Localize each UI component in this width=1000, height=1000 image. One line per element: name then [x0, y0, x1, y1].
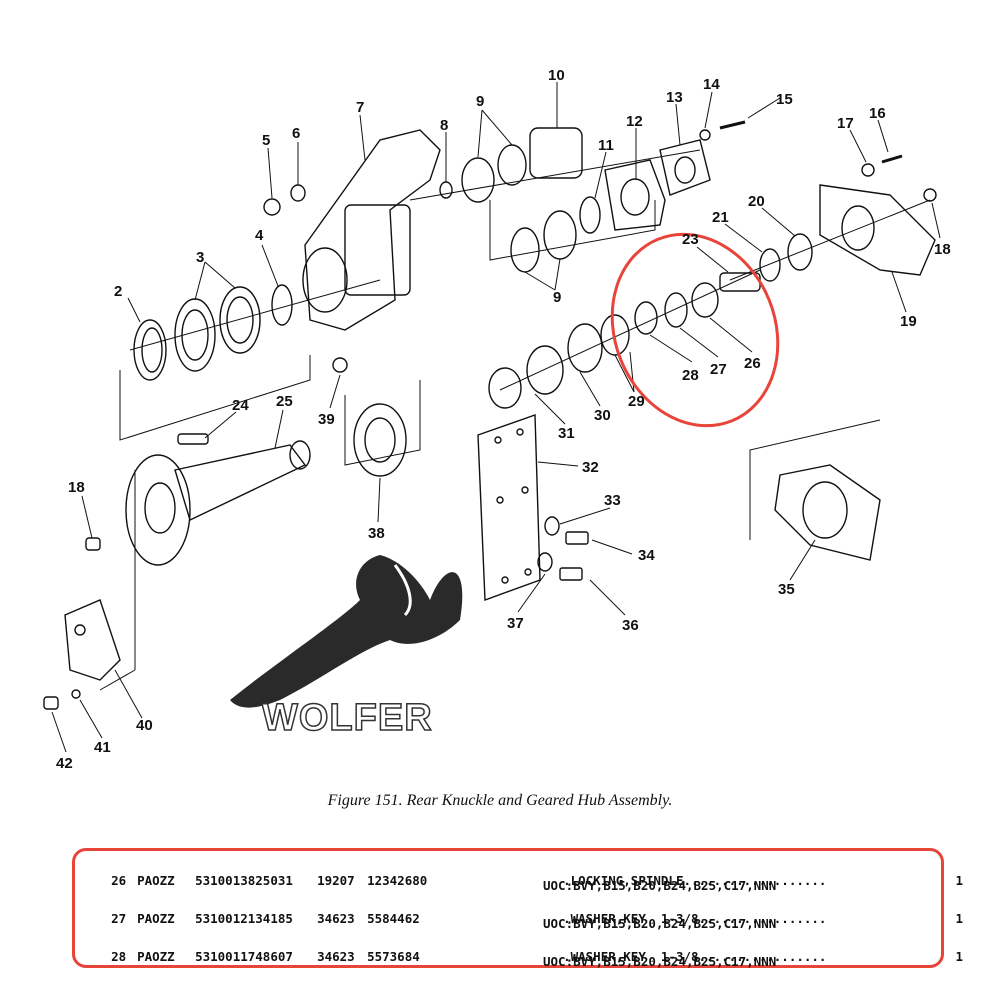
callout: 6 [292, 125, 300, 142]
callout: 28 [682, 367, 699, 384]
item-number: 26 [111, 873, 127, 888]
callout: 9 [553, 289, 561, 306]
callout: 10 [548, 67, 565, 84]
callout: 18 [934, 241, 951, 258]
cage-code: 34623 [317, 911, 355, 926]
callout: 42 [56, 755, 73, 772]
housing-part-19[interactable] [819, 184, 936, 276]
highlight-circle [610, 232, 780, 428]
nsn: 5310012134185 [195, 911, 293, 926]
uoc-line: UOC:BVY,B15,B20,B24,B25,C17,NNN [543, 954, 777, 969]
smr-code: PAOZZ [137, 911, 175, 926]
gear-part-10[interactable] [529, 127, 583, 179]
bracket-part-40[interactable] [64, 599, 121, 681]
callout: 15 [776, 91, 793, 108]
callout: 40 [136, 717, 153, 734]
callout: 26 [744, 355, 761, 372]
callout: 2 [114, 283, 122, 300]
callout: 24 [232, 397, 249, 414]
parts-list-highlight-box [72, 848, 944, 968]
callout: 7 [356, 99, 364, 116]
callout: 29 [628, 393, 645, 410]
key-washer-part-28[interactable] [634, 301, 658, 335]
callout-labels: 2 3 4 5 6 7 8 9 9 10 11 12 13 14 15 16 1… [56, 67, 951, 772]
gear-part-38[interactable] [353, 403, 407, 477]
callout: 13 [666, 89, 683, 106]
quantity: 1 [955, 949, 964, 964]
nsn: 5310011748607 [195, 949, 293, 964]
knuckle-part-7[interactable] [304, 129, 441, 331]
wolfer-logo: WOLFER [230, 555, 463, 740]
bearing-part-9-upper[interactable] [461, 157, 495, 203]
parts-list-row: 26 PAOZZ 5310013825031 19207 12342680 .LOCKIN… [96, 858, 963, 888]
part-number: 12342680 [367, 873, 428, 888]
nsn: 5310013825031 [195, 873, 293, 888]
housing-part-35[interactable] [774, 464, 881, 561]
callout: 27 [710, 361, 727, 378]
item-number: 28 [111, 949, 127, 964]
ring-part-4[interactable] [271, 284, 293, 326]
callout: 37 [507, 615, 524, 632]
quantity: 1 [955, 911, 964, 926]
callout: 12 [626, 113, 643, 130]
callout: 4 [255, 227, 264, 244]
key-washer-part-27[interactable] [664, 292, 688, 328]
callout: 8 [440, 117, 448, 134]
callout: 23 [682, 231, 699, 248]
uoc-line: UOC:BVY,B15,B20,B24,B25,C17,NNN [543, 916, 777, 931]
callout: 35 [778, 581, 795, 598]
callout: 31 [558, 425, 575, 442]
seal-part-2[interactable] [133, 319, 167, 381]
callout: 25 [276, 393, 293, 410]
callout: 14 [703, 76, 720, 93]
callout: 32 [582, 459, 599, 476]
spindle-lock-part-26[interactable] [691, 282, 719, 318]
uoc-line: UOC:BVY,B15,B20,B24,B25,C17,NNN [543, 878, 777, 893]
callout: 9 [476, 93, 484, 110]
callout: 3 [196, 249, 204, 266]
callout: 41 [94, 739, 111, 756]
callout: 36 [622, 617, 639, 634]
callout: 33 [604, 492, 621, 509]
watermark-text: WOLFER [262, 697, 433, 739]
callout: 38 [368, 525, 385, 542]
quantity: 1 [955, 873, 964, 888]
cage-code: 34623 [317, 949, 355, 964]
callout: 30 [594, 407, 611, 424]
callout: 11 [598, 137, 614, 154]
plate-part-32[interactable] [477, 414, 541, 601]
callout: 16 [869, 105, 886, 122]
callout: 18 [68, 479, 85, 496]
callout: 20 [748, 193, 765, 210]
item-number: 27 [111, 911, 127, 926]
cage-code: 19207 [317, 873, 355, 888]
callout: 21 [712, 209, 729, 226]
smr-code: PAOZZ [137, 873, 175, 888]
description: .LOCKING,SPINDLE................... [563, 873, 827, 888]
callout: 19 [900, 313, 917, 330]
part-number: 5573684 [367, 949, 420, 964]
figure-caption: Figure 151. Rear Knuckle and Geared Hub … [327, 792, 673, 809]
parts-list-row: 28 PAOZZ 5310011748607 34623 5573684 .WASHER,… [96, 934, 963, 964]
description: .WASHER,KEY 1-3/8................. [563, 911, 827, 926]
parts-list-row: 27 PAOZZ 5310012134185 34623 5584462 .WASHER,… [96, 896, 963, 926]
part-number: 5584462 [367, 911, 420, 926]
description: .WASHER,KEY 1-3/8................. [563, 949, 827, 964]
callout: 39 [318, 411, 335, 428]
callout: 17 [837, 115, 854, 132]
callout: 5 [262, 132, 270, 149]
callout: 34 [638, 547, 655, 564]
hub-shaft-part-25[interactable] [174, 444, 307, 521]
hub-flange[interactable] [125, 454, 191, 566]
smr-code: PAOZZ [137, 949, 175, 964]
